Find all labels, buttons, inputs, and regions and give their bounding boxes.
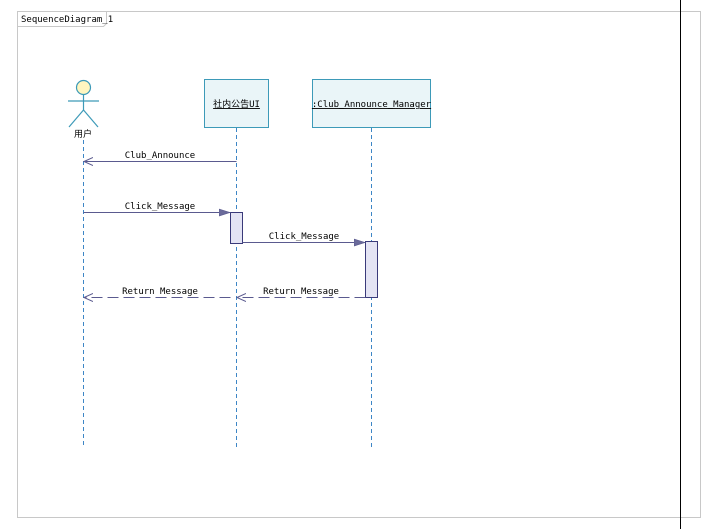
actor-right-leg — [83, 109, 99, 128]
frame-title: SequenceDiagram_1 — [21, 15, 113, 25]
activation-manager[interactable] — [365, 241, 378, 298]
message-click-message-2[interactable]: Click_Message — [242, 232, 366, 243]
object-ui[interactable]: 社内公告UI — [204, 79, 269, 128]
message-club-announce[interactable]: Club_Announce — [84, 151, 237, 162]
message-label: Click_Message — [125, 202, 195, 212]
message-return-1[interactable]: Return Message — [84, 287, 231, 298]
object-manager[interactable]: :Club_Announce_Manager — [312, 79, 432, 128]
frame-title-tab — [17, 11, 107, 27]
object-ui-label: 社内公告UI — [213, 98, 260, 110]
message-return-2[interactable]: Return Message — [237, 287, 366, 298]
message-click-message-1[interactable]: Click_Message — [83, 202, 231, 213]
actor-name: 用户 — [74, 128, 92, 140]
message-label: Return Message — [263, 287, 339, 297]
actor-left-leg — [68, 109, 84, 128]
message-label: Club_Announce — [125, 151, 195, 161]
object-manager-label: :Club_Announce_Manager — [312, 100, 432, 110]
message-label: Click_Message — [269, 232, 339, 242]
actor-head-icon — [75, 79, 92, 96]
message-label: Return Message — [122, 287, 198, 297]
actor-user[interactable]: 用户 — [68, 79, 99, 141]
activation-ui[interactable] — [230, 212, 243, 244]
